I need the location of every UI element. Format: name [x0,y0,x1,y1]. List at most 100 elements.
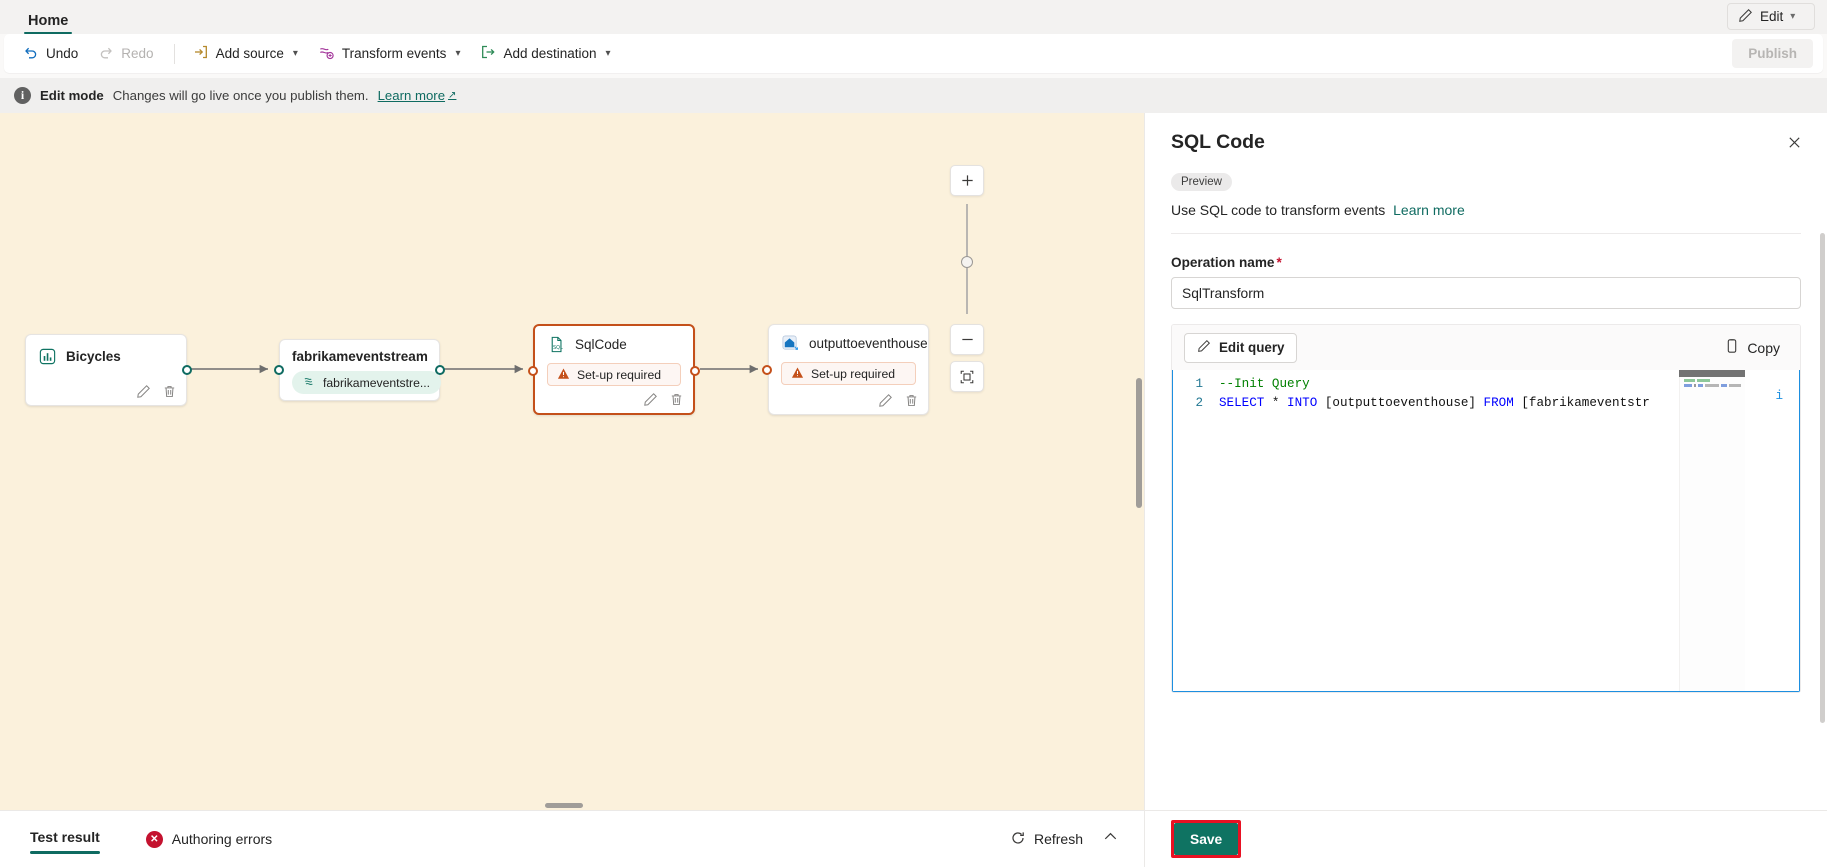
add-source-button[interactable]: Add source ▾ [184,40,307,68]
save-button-highlight: Save [1171,820,1242,858]
node-input-port[interactable] [528,366,538,376]
canvas-node-fabrikameventstream[interactable]: fabrikameventstream fabrikameventstre... [274,339,445,401]
zoom-in-button[interactable] [950,165,984,196]
operation-name-label: Operation name* [1171,255,1801,270]
edit-icon[interactable] [878,393,893,408]
sql-code-editor-surface[interactable]: 1 --Init Query 2 SELECT * INTO [outputto… [1172,370,1800,692]
editor-minimap[interactable] [1679,370,1745,691]
panel-divider [1171,233,1801,234]
undo-label: Undo [46,46,79,61]
redo-icon [98,44,114,63]
refresh-label: Refresh [1033,831,1083,847]
code-line: 2 SELECT * INTO [outputtoeventhouse] FRO… [1173,393,1799,412]
zoom-out-button[interactable] [950,324,984,355]
node-label-fabrikameventstream: fabrikameventstream [292,349,428,364]
edit-mode-button[interactable]: Edit ▾ [1727,3,1815,30]
close-icon[interactable] [1781,129,1807,155]
bottom-dock: Test result ✕ Authoring errors Refresh [0,810,1144,867]
node-label-outputtoeventhouse: outputtoeventhouse [809,336,928,351]
panel-subtitle: Use SQL code to transform events [1171,202,1386,218]
panel-title: SQL Code [1171,131,1265,153]
operation-name-label-text: Operation name [1171,255,1275,270]
tab-home-label: Home [28,13,69,29]
command-bar: Undo Redo Add source ▾ [4,34,1823,73]
authoring-errors-item[interactable]: ✕ Authoring errors [145,830,272,848]
line-number: 1 [1195,376,1203,391]
edit-icon[interactable] [643,392,658,407]
node-output-port[interactable] [435,365,445,375]
node-output-port[interactable] [182,365,192,375]
node-chip-label: fabrikameventstre... [323,375,431,390]
node-title-row: outputtoeventhouse [769,325,928,353]
node-title-row: fabrikameventstream [280,340,439,364]
node-output-port[interactable] [690,366,700,376]
node-input-port[interactable] [274,365,284,375]
delete-icon[interactable] [162,384,177,399]
copy-button[interactable]: Copy [1716,333,1788,363]
tab-test-result-label: Test result [30,828,100,845]
delete-icon[interactable] [669,392,684,407]
canvas-horizontal-scrollbar[interactable] [545,803,583,808]
sql-editor: Edit query Copy 1 [1171,324,1801,693]
warning-triangle-icon [791,366,804,382]
zoom-slider-track[interactable] [961,204,973,314]
canvas-node-outputtoeventhouse[interactable]: outputtoeventhouse Set-up required [762,324,929,415]
zoom-slider-thumb[interactable] [961,256,973,268]
toolbar-divider [173,43,175,64]
node-actions [136,384,177,399]
publish-button[interactable]: Publish [1732,39,1813,68]
add-destination-icon [480,44,496,63]
ribbon-tab-strip: Home Edit ▾ [0,0,1827,34]
preview-badge: Preview [1171,173,1232,191]
edit-query-button[interactable]: Edit query [1184,332,1298,363]
chevron-up-icon[interactable] [1101,827,1120,851]
redo-label: Redo [121,46,154,61]
add-destination-button[interactable]: Add destination ▾ [471,40,619,68]
panel-subtitle-row: Use SQL code to transform events Learn m… [1171,202,1801,218]
panel-learn-more-link[interactable]: Learn more [1393,202,1465,218]
add-destination-label: Add destination [503,46,597,61]
operation-name-input[interactable] [1171,277,1801,309]
minimap-line [1684,379,1741,382]
add-source-icon [193,44,209,63]
edit-icon[interactable] [136,384,151,399]
node-input-port[interactable] [762,365,772,375]
node-label-bicycles: Bicycles [66,349,121,364]
minimap-slider[interactable] [1679,370,1745,377]
fit-to-screen-button[interactable] [950,361,984,392]
sql-code-panel: SQL Code Preview Use SQL code to transfo… [1144,113,1827,867]
required-marker: * [1276,255,1282,270]
dock-right-actions: Refresh [1010,827,1120,851]
edit-mode-infobar: i Edit mode Changes will go live once yo… [0,78,1827,113]
transform-events-button[interactable]: Transform events ▾ [309,40,470,68]
learn-more-link[interactable]: Learn more ↗ [378,88,457,103]
node-chip-label: Set-up required [811,366,896,381]
warning-triangle-icon [557,367,570,383]
tab-test-result[interactable]: Test result [30,828,100,854]
pencil-icon [1197,339,1211,356]
canvas-vertical-scrollbar[interactable] [1136,378,1142,508]
canvas-node-bicycles[interactable]: Bicycles [25,334,192,406]
delete-icon[interactable] [904,393,919,408]
chevron-down-icon: ▾ [455,48,461,59]
panel-header: SQL Code Preview Use SQL code to transfo… [1145,113,1827,234]
edit-query-label: Edit query [1219,340,1285,355]
node-title-row: Bicycles [26,335,186,366]
info-icon: i [14,87,31,104]
editor-vertical-scrollbar[interactable] [1785,370,1799,691]
node-chip-stream: fabrikameventstre... [292,371,442,394]
eventstream-canvas[interactable]: Bicycles fabrikameventstream [0,113,1144,810]
undo-button[interactable]: Undo [14,40,87,68]
chevron-down-icon: ▾ [292,48,298,59]
refresh-button[interactable]: Refresh [1010,830,1083,849]
save-button[interactable]: Save [1174,823,1239,855]
tab-home[interactable]: Home [24,13,73,34]
minimap-line [1684,384,1741,387]
code-text: SELECT * INTO [outputtoeventhouse] FROM … [1219,395,1650,410]
panel-vertical-scrollbar[interactable] [1820,233,1825,723]
redo-button[interactable]: Redo [89,40,162,68]
add-source-label: Add source [215,46,284,61]
sql-file-icon: SQL [547,335,566,354]
canvas-node-sqlcode[interactable]: SQL SqlCode Set-up required [528,324,700,415]
